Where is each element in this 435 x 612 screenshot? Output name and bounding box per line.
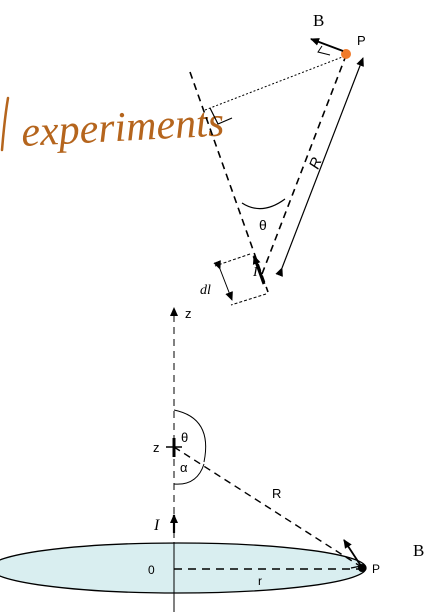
- field-label-top: B: [313, 11, 324, 30]
- point-label-top: P: [357, 33, 366, 48]
- dl-ext-bottom: [230, 293, 267, 306]
- field-label-bottom: B: [413, 541, 424, 560]
- field-right-angle-top: [317, 45, 331, 56]
- field-vector-bottom: [343, 539, 362, 567]
- z-axis-label: z: [185, 306, 192, 321]
- handwritten-word: experiments: [20, 99, 225, 156]
- angle-label-theta: θ: [259, 217, 267, 233]
- point-p-bottom: [358, 564, 366, 572]
- field-vector-top: [310, 38, 344, 52]
- distance-arrow-r: [275, 57, 364, 277]
- field-vector-bottom-tail: [350, 565, 362, 569]
- right-angle-marker: [209, 107, 233, 125]
- bottom-diagram: z I z θ α R 0 r P B: [0, 306, 424, 612]
- angle-label-theta-bottom: θ: [181, 430, 188, 445]
- handwritten-stroke-fragment: [0, 96, 10, 152]
- current-label-top: I: [252, 265, 259, 280]
- point-p-top: [341, 49, 351, 59]
- angle-arc-theta-bottom: [173, 409, 207, 463]
- r-line-top: [261, 57, 346, 275]
- current-element-arrow: [252, 255, 266, 285]
- dl-ext-top: [214, 253, 251, 267]
- angle-arc-alpha: [173, 463, 205, 485]
- element-label-dl: dl: [200, 283, 211, 298]
- height-label-z: z: [153, 440, 160, 455]
- current-disk: [0, 542, 367, 594]
- radius-label: r: [258, 574, 262, 588]
- perpendicular-line: [204, 55, 346, 111]
- distance-label-r-bottom: R: [272, 486, 281, 501]
- distance-label-r: R: [306, 155, 326, 172]
- angle-label-alpha: α: [180, 460, 188, 475]
- top-diagram: R θ I dl P B: [189, 11, 366, 306]
- angle-arc-theta: [241, 198, 286, 210]
- r-line-bottom: [173, 446, 364, 569]
- handwritten-annotation: experiments: [0, 96, 225, 156]
- dl-dimension-arrow: [213, 260, 233, 301]
- current-label-bottom: I: [153, 517, 160, 534]
- point-label-bottom: P: [372, 562, 380, 576]
- origin-label: 0: [148, 563, 155, 577]
